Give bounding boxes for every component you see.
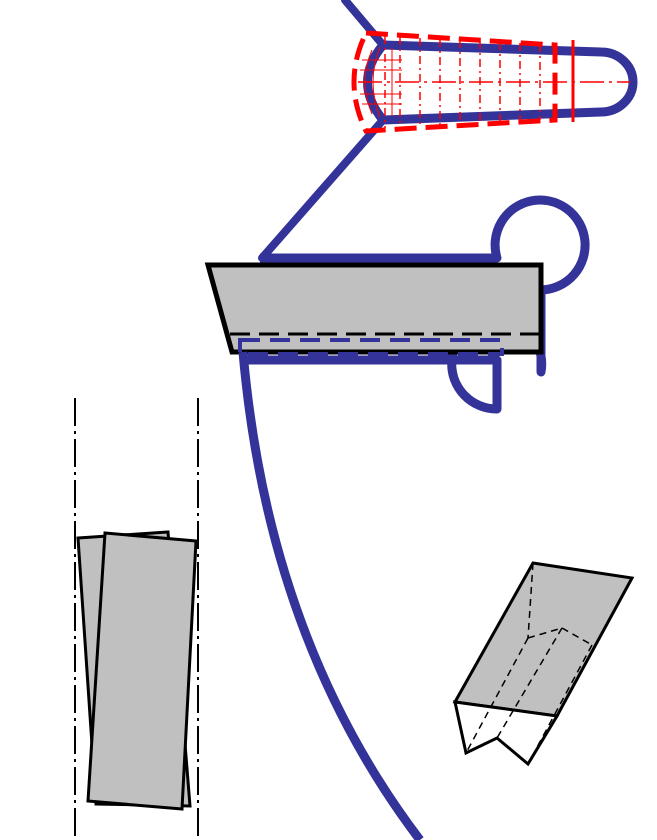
tapered-tool-assembly	[258, 0, 638, 262]
prism-block	[452, 561, 635, 767]
front-strip	[86, 531, 198, 811]
red-tip-grid	[360, 46, 402, 118]
gray-plate	[204, 262, 544, 355]
plate-clip-assembly	[204, 195, 590, 414]
red-hatch-lines	[384, 36, 541, 128]
red-outer-outline	[351, 30, 558, 134]
strips-assembly	[74, 398, 199, 840]
prism-body	[452, 561, 635, 718]
lower-diagonal-line	[258, 116, 387, 262]
blue-dashed-hidden-edge	[238, 338, 504, 356]
prism-hidden-edges	[465, 562, 593, 765]
prism-end-face	[453, 700, 560, 767]
curved-guide-line	[238, 351, 424, 840]
tool-body-outline	[363, 40, 638, 125]
red-dashed-overlay	[351, 30, 630, 134]
upper-diagonal-line	[341, 0, 387, 49]
